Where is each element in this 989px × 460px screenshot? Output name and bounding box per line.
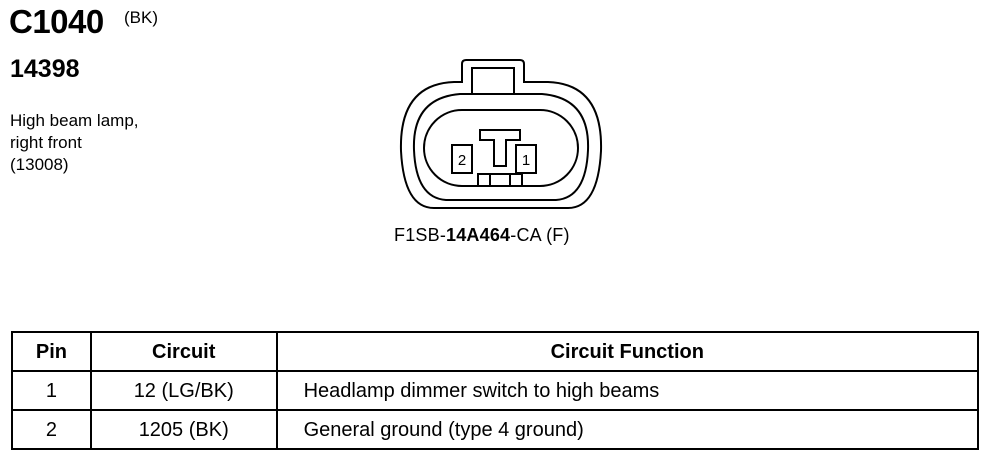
- description-line: High beam lamp,: [10, 111, 139, 130]
- circuit-function-header: Circuit Function: [275, 331, 980, 372]
- connector-latch-outline: [471, 67, 515, 94]
- pin-cell: 1: [11, 370, 92, 411]
- circuit-function-cell: Headlamp dimmer switch to high beams: [275, 370, 980, 411]
- connector-lock-tab: [477, 173, 523, 185]
- pin-cell: 2: [11, 409, 92, 450]
- part-number: 14398: [10, 55, 80, 83]
- pin-table: Pin Circuit Circuit Function 1 12 (LG/BK…: [11, 331, 980, 450]
- connector-part-prefix: F1SB-: [394, 225, 447, 245]
- connector-color: (BK): [124, 8, 158, 27]
- connector-description: High beam lamp, right front (13008): [10, 110, 139, 176]
- connector-part-base: 14A464: [446, 225, 511, 245]
- cavity-2-label: 2: [458, 152, 466, 169]
- pin-header: Pin: [11, 331, 92, 372]
- connector-part-suffix: -CA (F): [510, 225, 570, 245]
- connector-face-diagram: 2 1: [399, 59, 603, 209]
- description-line: (13008): [10, 155, 69, 174]
- circuit-function-cell: General ground (type 4 ground): [275, 409, 980, 450]
- cavity-2-outline: [451, 144, 473, 174]
- connector-key-t: [479, 129, 521, 167]
- connector-housing-outline: [399, 59, 603, 209]
- cavity-1-outline: [515, 144, 537, 174]
- table-row: 1 12 (LG/BK) Headlamp dimmer switch to h…: [11, 370, 980, 411]
- connector-id: C1040: [9, 3, 104, 40]
- description-line: right front: [10, 133, 82, 152]
- connector-part-label: F1SB-14A464-CA (F): [394, 224, 570, 246]
- circuit-cell: 12 (LG/BK): [89, 370, 278, 411]
- circuit-header: Circuit: [89, 331, 278, 372]
- circuit-cell: 1205 (BK): [89, 409, 278, 450]
- connector-cavity-face: [423, 109, 579, 187]
- table-header-row: Pin Circuit Circuit Function: [11, 331, 980, 372]
- cavity-1-label: 1: [522, 152, 530, 169]
- table-row: 2 1205 (BK) General ground (type 4 groun…: [11, 409, 980, 450]
- connector-inner-ring: [412, 93, 590, 201]
